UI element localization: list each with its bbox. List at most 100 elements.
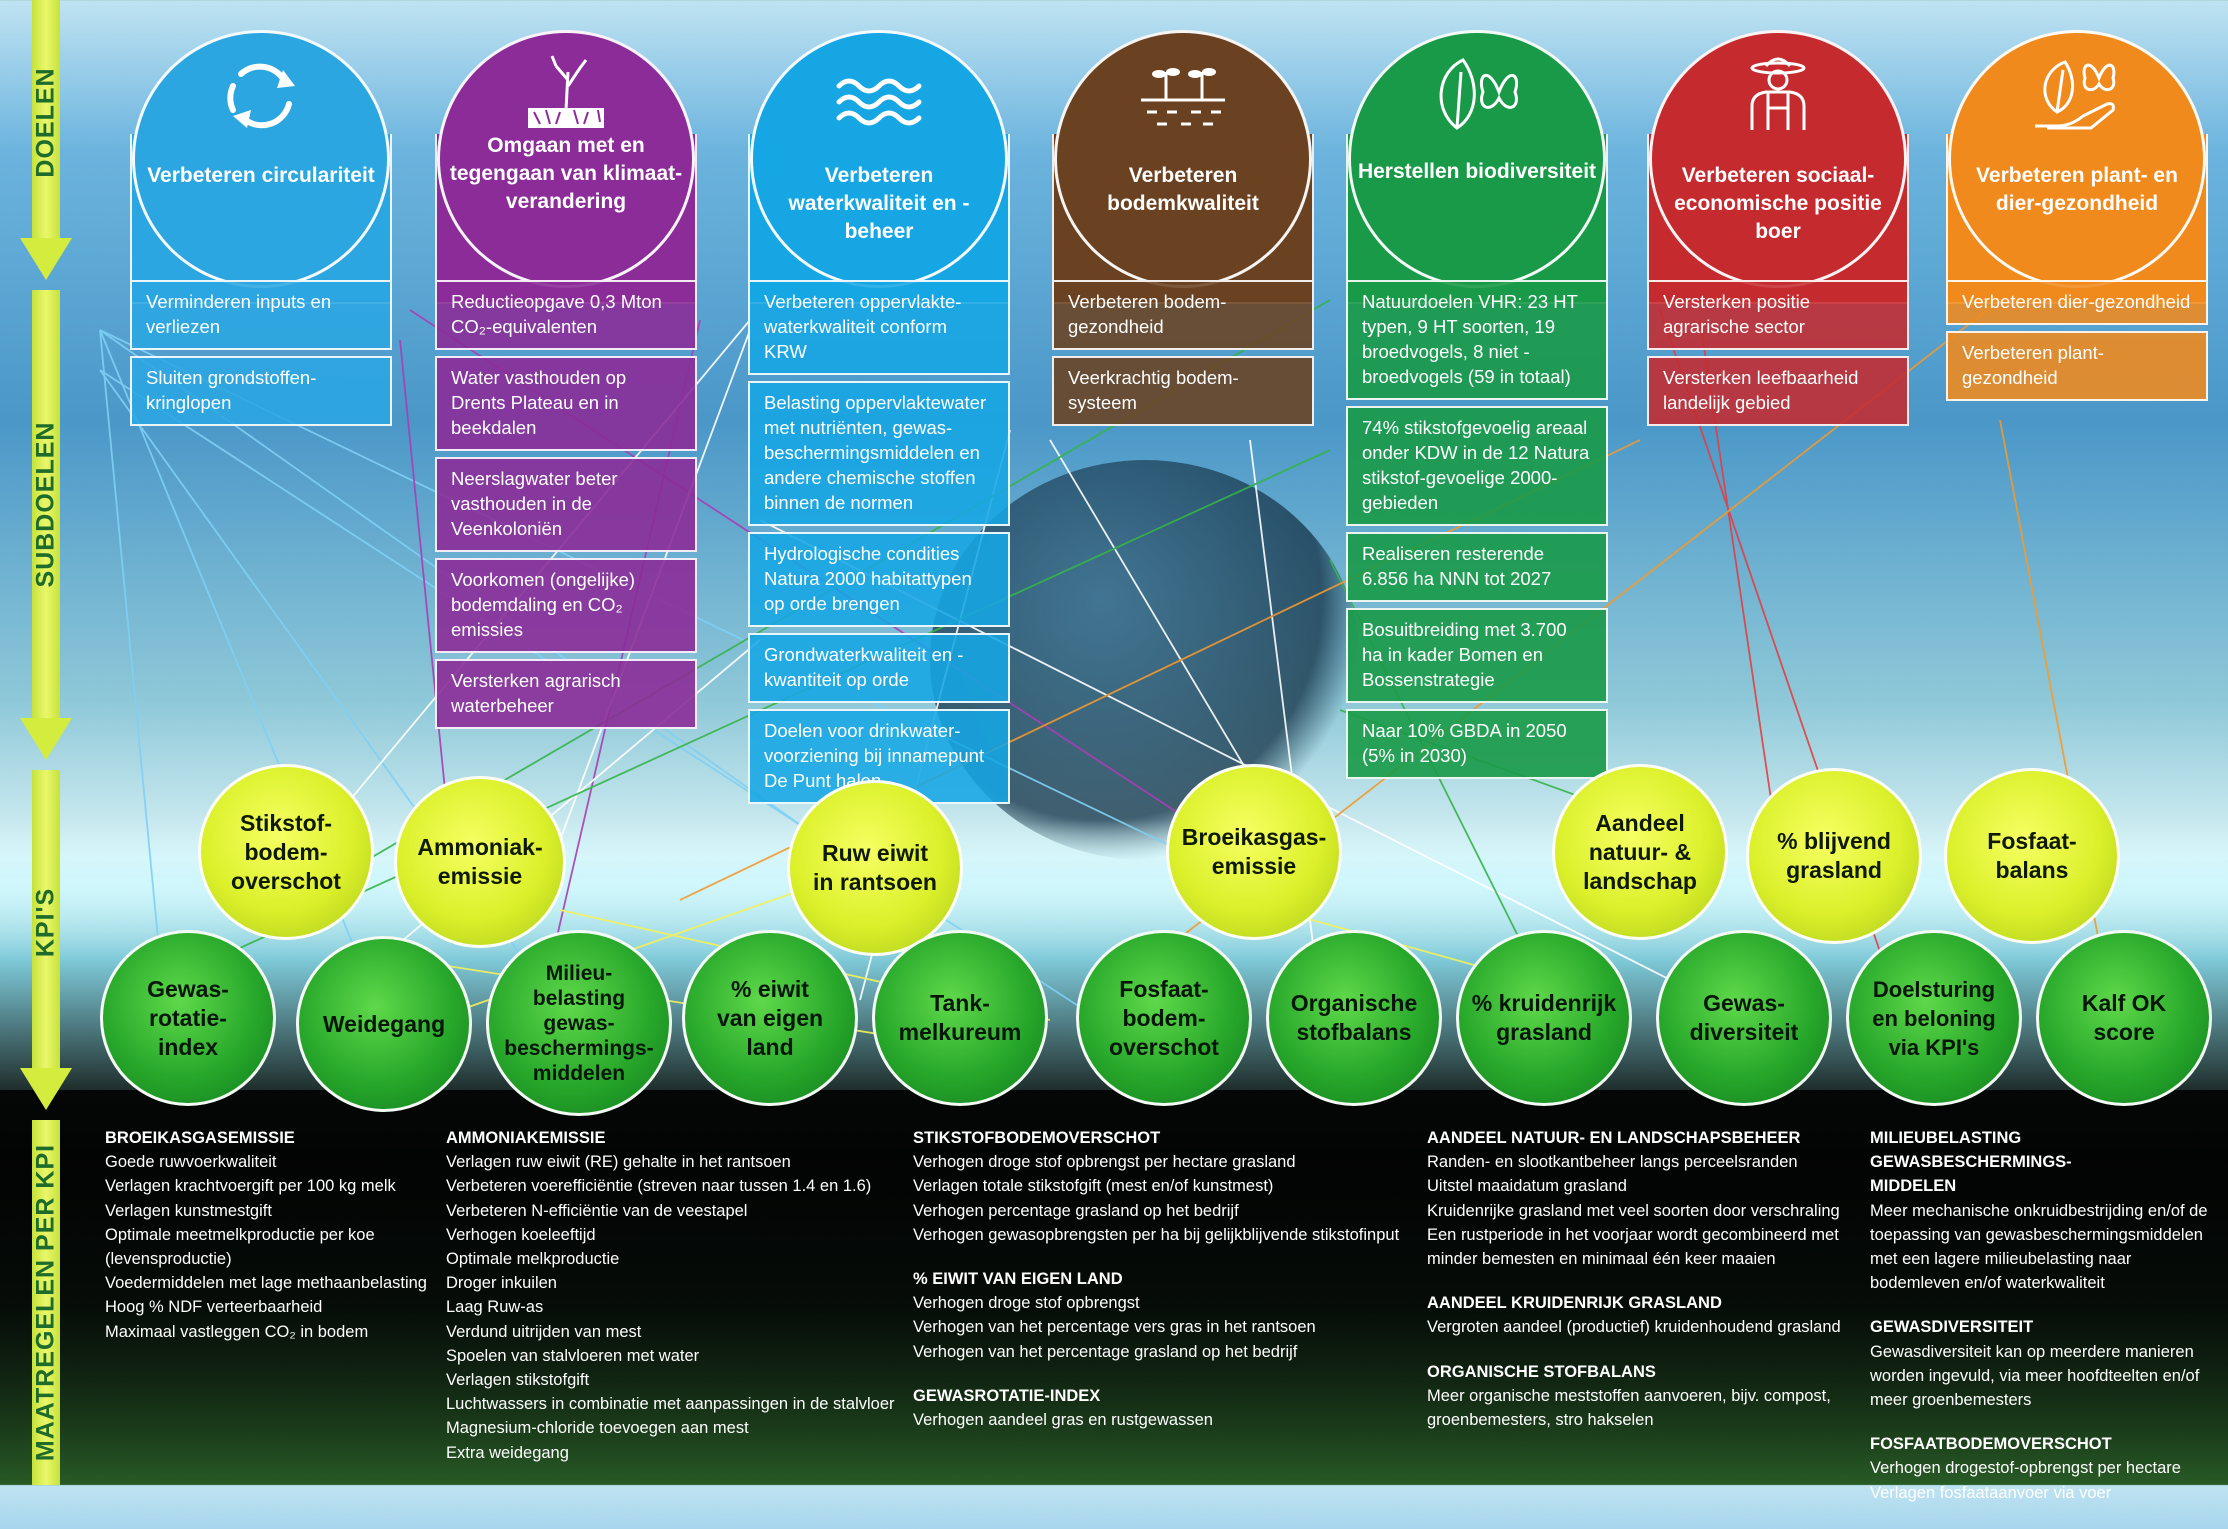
measure-item: Verlagen stikstofgift xyxy=(446,1371,590,1390)
measure-heading: MIDDELEN xyxy=(1870,1177,1957,1196)
measure-item: Een rustperiode in het voorjaar wordt ge… xyxy=(1427,1225,1839,1244)
subgoal-item: 74% stikstofgevoelig areaal onder KDW in… xyxy=(1346,406,1608,526)
kpi-stikstofbodemoverschot: Stikstof- bodem- overschot xyxy=(198,764,374,940)
subgoal-item: Realiseren resterende 6.856 ha NNN tot 2… xyxy=(1346,532,1608,602)
kpi-ruw-eiwit-in-rantsoen: Ruw eiwit in rantsoen xyxy=(787,780,963,956)
measure-item: minder bemesten en minimaal één keer maa… xyxy=(1427,1250,1776,1269)
subgoal-item: Grondwaterkwaliteit en -kwantiteit op or… xyxy=(748,633,1010,703)
measure-item: Verlagen ruw eiwit (RE) gehalte in het r… xyxy=(446,1153,791,1172)
measure-heading: GEWASROTATIE-INDEX xyxy=(913,1386,1101,1405)
subgoal-item: Veerkrachtig bodem-systeem xyxy=(1052,356,1314,426)
subgoal-item: Water vasthouden op Drents Plateau en in… xyxy=(435,356,697,451)
measure-heading: BROEIKASGASEMISSIE xyxy=(105,1129,295,1147)
subgoal-item: Verbeteren oppervlakte-waterkwaliteit co… xyxy=(748,280,1010,375)
measure-item: meer groenbemesters xyxy=(1870,1391,2032,1410)
measure-item: bodemleven en/of waterkwaliteit xyxy=(1870,1274,2105,1293)
subgoal-item: Versterken agrarisch waterbeheer xyxy=(435,659,697,729)
kpi-tankmelkureum: Tank- melkureum xyxy=(872,930,1048,1106)
measure-item: Voedermiddelen met lage methaanbelasting xyxy=(105,1274,427,1293)
kpi-ammoniakemissie: Ammoniak- emissie xyxy=(394,776,566,948)
kpi-gewasrotatie-index: Gewas- rotatie- index xyxy=(100,930,276,1106)
measure-item: Uitstel maaidatum grasland xyxy=(1427,1177,1627,1196)
measure-item: Maximaal vastleggen CO₂ in bodem xyxy=(105,1322,369,1341)
hand-leaf-butterfly-icon xyxy=(2035,60,2116,130)
measure-item: Extra weidegang xyxy=(446,1443,569,1462)
measure-item: Verhogen aandeel gras en rustgewassen xyxy=(913,1411,1213,1430)
measure-item: Droger inkuilen xyxy=(446,1274,557,1293)
kpi-gewasdiversiteit: Gewas- diversiteit xyxy=(1656,930,1832,1106)
measure-item: Verhogen droge stof opbrengst per hectar… xyxy=(913,1153,1296,1172)
measure-item: Meer organische meststoffen aanvoeren, b… xyxy=(1427,1386,1831,1405)
measures-column-1: BROEIKASGASEMISSIE Goede ruwvoerkwalitei… xyxy=(105,1126,435,1344)
kpi-fosfaatbodemoverschot: Fosfaat- bodem- overschot xyxy=(1076,930,1252,1106)
measure-heading: ORGANISCHE STOFBALANS xyxy=(1427,1362,1656,1381)
measure-item: met een lagere milieubelasting naar xyxy=(1870,1250,2132,1269)
subgoals-bodem: Verbeteren bodem-gezondheid Veerkrachtig… xyxy=(1052,280,1314,432)
measure-heading: % EIWIT VAN EIGEN LAND xyxy=(913,1270,1123,1289)
measure-item: Goede ruwvoerkwaliteit xyxy=(105,1153,277,1172)
rail-segment-doelen: DOELEN xyxy=(20,0,72,280)
subgoal-item: Reductieopgave 0,3 Mton CO₂-equivalenten xyxy=(435,280,697,350)
measure-item: Verlagen kunstmestgift xyxy=(105,1201,272,1220)
measure-item: Randen- en slootkantbeheer langs perceel… xyxy=(1427,1153,1798,1172)
kpi-doelsturing-beloning: Doelsturing en beloning via KPI's xyxy=(1846,930,2022,1106)
goal-title: Verbeteren plant- en dier-gezondheid xyxy=(1976,164,2178,215)
measure-heading: FOSFAATBODEMOVERSCHOT xyxy=(1870,1435,2112,1454)
rail-segment-maatregelen: MAATREGELEN PER KPI xyxy=(20,1120,72,1485)
measure-item: Verhogen van het percentage grasland op … xyxy=(913,1342,1298,1361)
measure-item: Vergroten aandeel (productief) kruidenho… xyxy=(1427,1318,1841,1337)
rail-segment-subdoelen: SUBDOELEN xyxy=(20,290,72,760)
measure-item: Laag Ruw-as xyxy=(446,1298,544,1317)
subgoal-item: Natuurdoelen VHR: 23 HT typen, 9 HT soor… xyxy=(1346,280,1608,400)
kpi-broeikasgasemissie: Broeikasgas- emissie xyxy=(1166,764,1342,940)
subgoal-item: Neerslagwater beter vasthouden in de Vee… xyxy=(435,457,697,552)
measures-column-4: AANDEEL NATUUR- EN LANDSCHAPSBEHEER Rand… xyxy=(1427,1126,1867,1432)
subgoals-circulariteit: Verminderen inputs en verliezen Sluiten … xyxy=(130,280,392,432)
measure-item: Gewasdiversiteit kan op meerdere maniere… xyxy=(1870,1342,2194,1361)
background-dark-band xyxy=(0,1090,2228,1485)
rail-label-maatregelen: MAATREGELEN PER KPI xyxy=(31,1143,60,1462)
measure-heading: AANDEEL KRUIDENRIJK GRASLAND xyxy=(1427,1294,1722,1313)
measure-item: groenbemesters, stro hakselen xyxy=(1427,1411,1654,1430)
measure-item: Verdund uitrijden van mest xyxy=(446,1322,642,1341)
measure-item: Optimale melkproductie xyxy=(446,1250,620,1269)
left-rail: DOELEN SUBDOELEN KPI'S MAATREGELEN PER K… xyxy=(0,0,90,1485)
kpi-eiwit-van-eigen-land: % eiwit van eigen land xyxy=(682,930,858,1106)
subgoal-item: Verbeteren plant-gezondheid xyxy=(1946,331,2208,401)
measure-heading: AANDEEL NATUUR- EN LANDSCHAPSBEHEER xyxy=(1427,1129,1801,1147)
goal-title: Omgaan met en tegengaan van klimaat-vera… xyxy=(449,134,683,213)
measure-item: Verhogen van het percentage vers gras in… xyxy=(913,1318,1316,1337)
subgoal-item: Sluiten grondstoffen-kringlopen xyxy=(130,356,392,426)
goal-title: Verbeteren waterkwaliteit en -beheer xyxy=(788,164,970,243)
rail-segment-kpis: KPI'S xyxy=(20,770,72,1110)
measure-item: Hoog % NDF verteerbaarheid xyxy=(105,1298,323,1317)
kpi-fosfaatbalans: Fosfaat- balans xyxy=(1944,768,2120,944)
measure-item: Verlagen fosfaataanvoer via voer xyxy=(1870,1483,2112,1502)
subgoal-item: Versterken leefbaarheid landelijk gebied xyxy=(1647,356,1909,426)
measure-item: Verlagen totale stikstofgift (mest en/of… xyxy=(913,1177,1274,1196)
kpi-organische-stofbalans: Organische stofbalans xyxy=(1266,930,1442,1106)
measure-item: Magnesium-chloride toevoegen aan mest xyxy=(446,1419,749,1438)
plant-soil-icon xyxy=(528,55,604,128)
subgoals-biodiversiteit: Natuurdoelen VHR: 23 HT typen, 9 HT soor… xyxy=(1346,280,1608,785)
rail-label-subdoelen: SUBDOELEN xyxy=(31,421,60,588)
measure-item: Kruidenrijke grasland met veel soorten d… xyxy=(1427,1201,1840,1220)
kpi-kruidenrijk-grasland: % kruidenrijk grasland xyxy=(1456,930,1632,1106)
measure-heading: STIKSTOFBODEMOVERSCHOT xyxy=(913,1129,1161,1147)
measure-heading: GEWASDIVERSITEIT xyxy=(1870,1318,2034,1337)
subgoal-item: Verbeteren dier-gezondheid xyxy=(1946,280,2208,325)
subgoals-klimaat: Reductieopgave 0,3 Mton CO₂-equivalenten… xyxy=(435,280,697,735)
goal-title: Verbeteren sociaal-economische positie b… xyxy=(1674,164,1882,243)
measure-item: worden ingevuld, via meer hoofdteelten e… xyxy=(1870,1366,2200,1385)
measure-item: Meer mechanische onkruidbestrijding en/o… xyxy=(1870,1201,2208,1220)
goal-title: Herstellen biodiversiteit xyxy=(1357,160,1597,183)
measure-heading: AMMONIAKEMISSIE xyxy=(446,1129,606,1147)
kpi-weidegang: Weidegang xyxy=(296,936,472,1112)
leaf-butterfly-icon xyxy=(1439,58,1518,130)
subgoal-item: Bosuitbreiding met 3.700 ha in kader Bom… xyxy=(1346,608,1608,703)
measure-item: Optimale meetmelkproductie per koe xyxy=(105,1225,375,1244)
goal-title: Verbeteren bodemkwaliteit xyxy=(1107,164,1259,215)
measure-item: Verhogen koeleeftijd xyxy=(446,1225,596,1244)
subgoal-item: Voorkomen (ongelijke) bodemdaling en CO₂… xyxy=(435,558,697,653)
recycle-icon xyxy=(227,63,295,129)
